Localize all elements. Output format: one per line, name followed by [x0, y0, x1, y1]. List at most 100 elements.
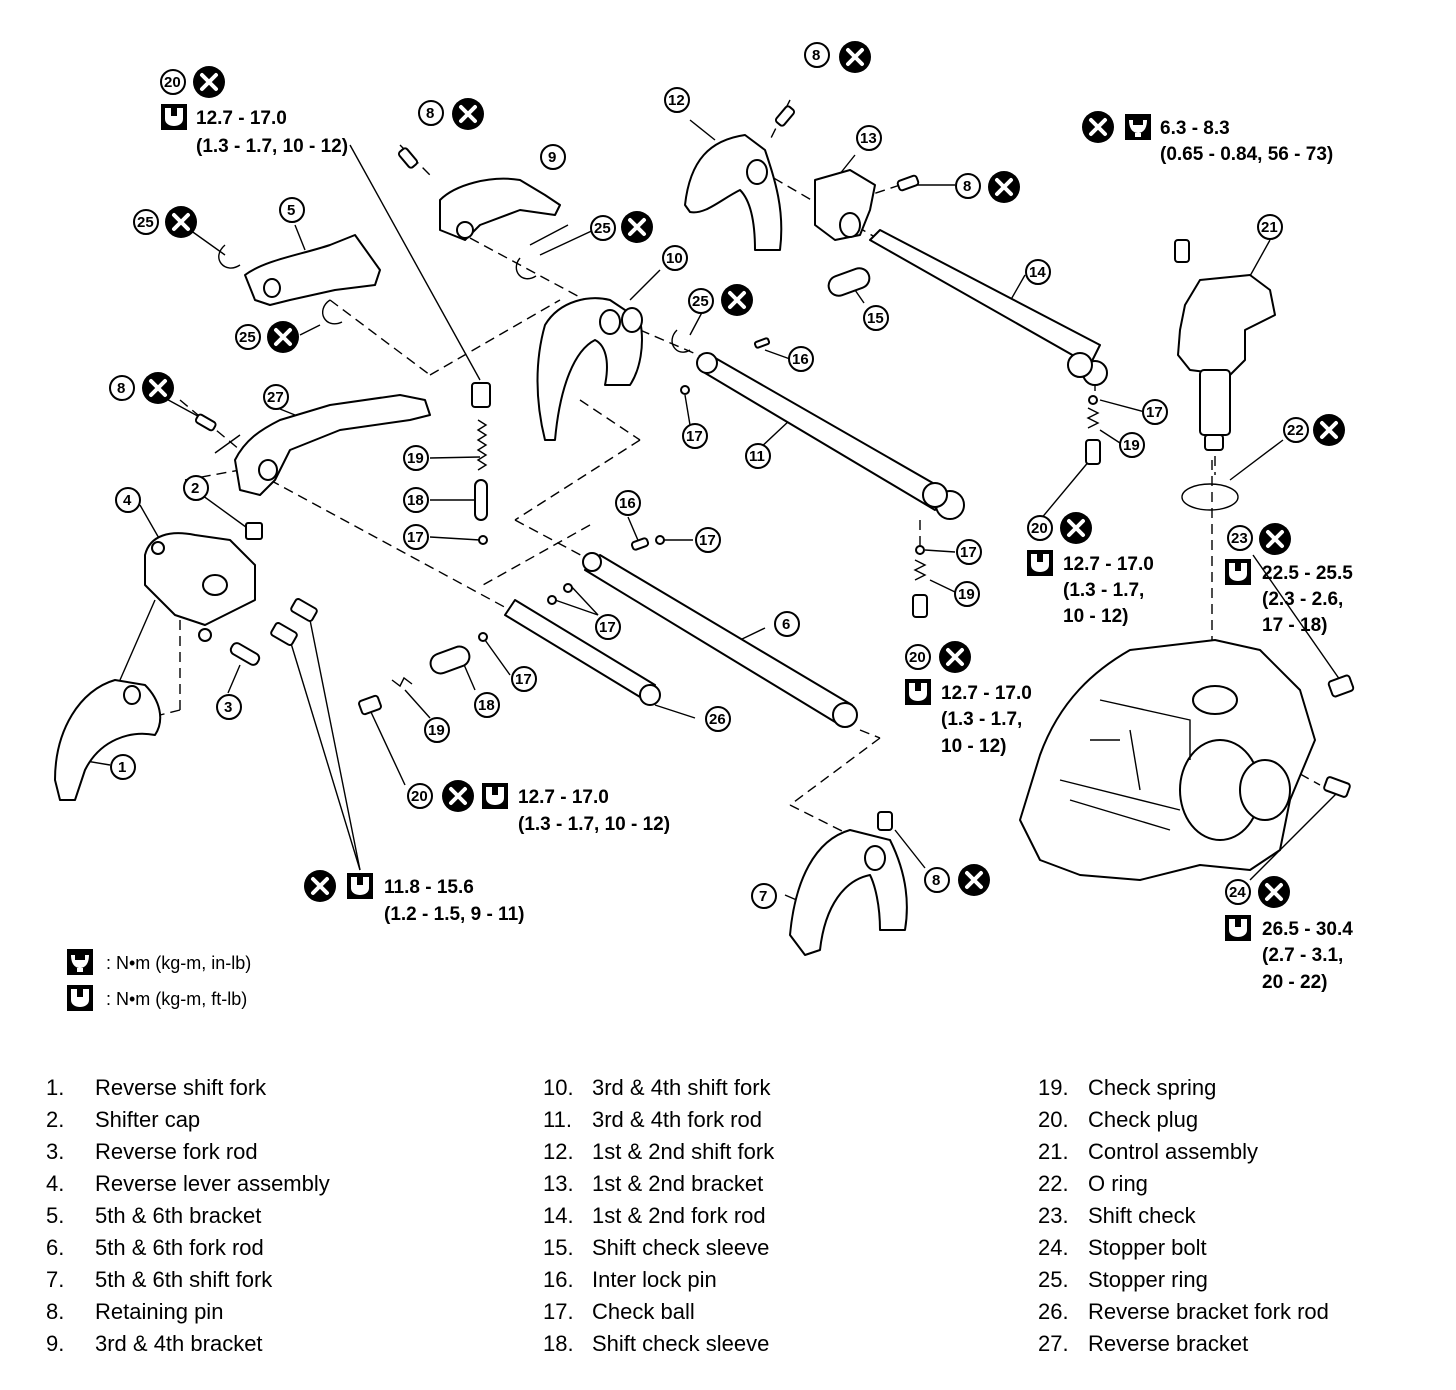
svg-text:5: 5 [287, 202, 295, 219]
part-name: Retaining pin [95, 1299, 224, 1324]
part-number: 1. [46, 1075, 65, 1100]
part-name: Stopper ring [1088, 1267, 1208, 1292]
callout-8: 8 [109, 375, 135, 401]
svg-text:20: 20 [1031, 520, 1048, 537]
svg-text:8: 8 [963, 178, 971, 195]
callout-27: 27 [263, 384, 289, 410]
parts-list: 1. Reverse shift fork 2.Shifter cap 3. Rev… [0, 1072, 1456, 1372]
part-number: 19. [1038, 1075, 1069, 1100]
torque-spec: 11.8 - 15.6 [384, 877, 474, 898]
callout-3: 3 [216, 694, 242, 720]
callout-10: 10 [662, 245, 688, 271]
part-name: Reverse shift fork [95, 1075, 267, 1100]
x-circle-icon [1058, 510, 1094, 546]
legend-inlb: : N•m (kg-m, in-lb) [106, 953, 251, 973]
svg-text:17: 17 [960, 544, 977, 561]
svg-text:25: 25 [239, 329, 256, 346]
torque-wrench-icon [482, 783, 508, 809]
list-item: 6. 5th & 6th fork rod [46, 1232, 506, 1264]
part-name: 3rd & 4th fork rod [592, 1107, 762, 1132]
svg-text:20: 20 [909, 649, 926, 666]
list-item: 24.Stopper bolt [1038, 1232, 1448, 1264]
part-number: 11. [543, 1107, 572, 1132]
part-number: 12. [543, 1139, 574, 1164]
part-number: 5. [46, 1203, 65, 1228]
x-circle-icon [956, 862, 992, 898]
part-number: 8. [46, 1299, 65, 1324]
part-name: O ring [1088, 1171, 1148, 1196]
callout-23: 23 [1227, 525, 1253, 551]
svg-text:25: 25 [137, 214, 154, 231]
part-name: Shift check sleeve [592, 1235, 770, 1260]
svg-text:8: 8 [812, 47, 820, 64]
x-circle-icon [1256, 874, 1292, 910]
part-number: 15. [543, 1235, 574, 1260]
list-item: 10.3rd & 4th shift fork [543, 1072, 1003, 1104]
x-circle-icon [1311, 412, 1347, 448]
part-name: 1st & 2nd shift fork [592, 1139, 775, 1164]
svg-text:4: 4 [123, 492, 132, 509]
part-name: 5th & 6th fork rod [95, 1235, 264, 1260]
svg-text:19: 19 [958, 586, 975, 603]
callout-17: 17 [403, 524, 429, 550]
svg-text:14: 14 [1029, 264, 1046, 281]
svg-text:11: 11 [749, 448, 765, 465]
parts-column-2: 10.3rd & 4th shift fork 11. 3rd & 4th for… [543, 1072, 1003, 1360]
parts-column-1: 1. Reverse shift fork 2.Shifter cap 3. Rev… [46, 1072, 506, 1360]
part-number: 14. [543, 1203, 574, 1228]
torque-spec: 6.3 - 8.3 [1160, 118, 1230, 139]
svg-text:16: 16 [619, 495, 636, 512]
part-name: Reverse lever assembly [95, 1171, 330, 1196]
callout-17: 17 [682, 423, 708, 449]
torque-spec: 10 - 12) [1063, 606, 1128, 627]
callout-25: 25 [235, 324, 261, 350]
callout-25: 25 [688, 288, 714, 314]
callout-8: 8 [418, 100, 444, 126]
callout-25: 25 [133, 209, 159, 235]
torque-wrench-icon [1225, 559, 1251, 585]
part-number: 27. [1038, 1331, 1069, 1356]
part-number: 3. [46, 1139, 65, 1164]
x-circle-icon [450, 96, 486, 132]
svg-text:21: 21 [1261, 219, 1278, 236]
part-name: Check plug [1088, 1107, 1199, 1132]
part-number: 6. [46, 1235, 65, 1260]
svg-text:25: 25 [692, 293, 709, 310]
callout-20: 20 [407, 783, 433, 809]
list-item: 21.Control assembly [1038, 1136, 1448, 1168]
part-name: Check ball [592, 1299, 695, 1324]
callout-20: 20 [160, 69, 186, 95]
svg-text:7: 7 [759, 888, 767, 905]
list-item: 16.Inter lock pin [543, 1264, 1003, 1296]
torque-spec: (2.7 - 3.1, [1262, 945, 1343, 966]
part-name: Stopper bolt [1088, 1235, 1207, 1260]
svg-text:8: 8 [117, 380, 125, 397]
x-circle-icon [191, 64, 227, 100]
callout-24: 24 [1225, 879, 1251, 905]
callout-19: 19 [954, 581, 980, 607]
callout-25: 25 [590, 215, 616, 241]
list-item: 25.Stopper ring [1038, 1264, 1448, 1296]
callout-17: 17 [695, 527, 721, 553]
callout-19: 19 [403, 445, 429, 471]
list-item: 20.Check plug [1038, 1104, 1448, 1136]
legend-ftlb: : N•m (kg-m, ft-lb) [106, 989, 247, 1009]
part-number: 4. [46, 1171, 65, 1196]
part-name: 5th & 6th shift fork [95, 1267, 273, 1292]
callout-8: 8 [804, 42, 830, 68]
torque-spec: (1.2 - 1.5, 9 - 11) [384, 904, 524, 925]
list-item: 11. 3rd & 4th fork rod [543, 1104, 1003, 1136]
callout-9: 9 [540, 144, 566, 170]
torque-spec: (1.3 - 1.7, [1063, 580, 1144, 601]
torque-wrench-icon [1225, 915, 1251, 941]
part-drawings [54, 105, 1355, 956]
list-item: 5.5th & 6th bracket [46, 1200, 506, 1232]
callout-labels: 20 8 9 12 8 13 8 5 25 25 10 14 15 25 25 … [109, 42, 1309, 909]
torque-spec: 17 - 18) [1262, 615, 1327, 636]
callout-13: 13 [856, 125, 882, 151]
svg-text:24: 24 [1229, 884, 1246, 901]
torque-specs: 12.7 - 17.0 (1.3 - 1.7, 10 - 12) 6.3 - 8… [196, 108, 1353, 993]
list-item: 2.Shifter cap [46, 1104, 506, 1136]
list-item: 27.Reverse bracket [1038, 1328, 1448, 1360]
svg-text:27: 27 [267, 389, 284, 406]
